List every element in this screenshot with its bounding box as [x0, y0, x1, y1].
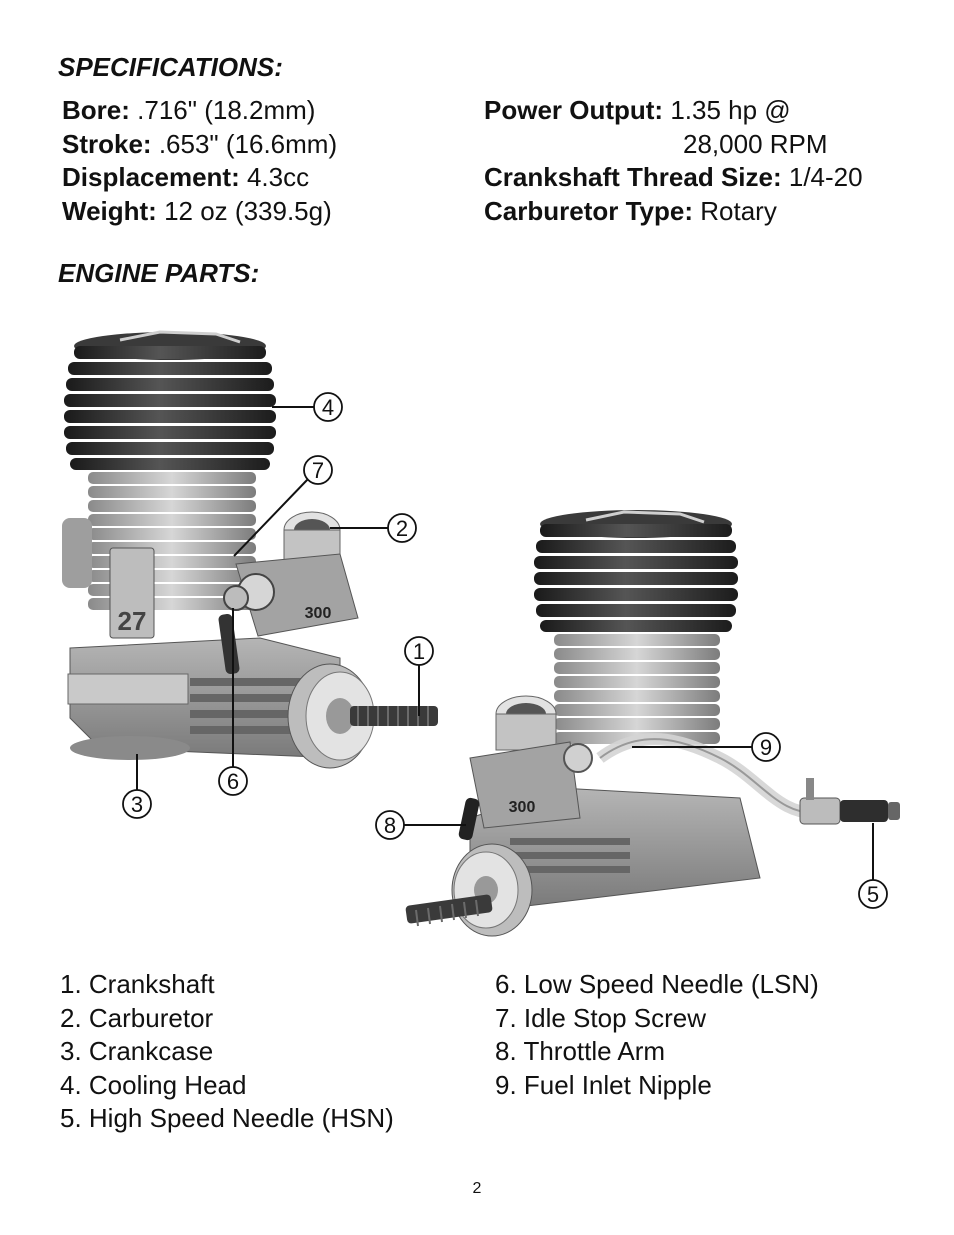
svg-text:9: 9 [760, 735, 772, 760]
list-item: 6. Low Speed Needle (LSN) [495, 969, 819, 999]
spec-power-output: Power Output: 1.35 hp @ [484, 95, 791, 125]
specs-left-column: Bore: .716" (18.2mm) Stroke: .653" (16.6… [62, 94, 337, 228]
parts-list-right: 6. Low Speed Needle (LSN) 7. Idle Stop S… [495, 968, 819, 1102]
right-carb-marking: 300 [509, 799, 536, 816]
engine-parts-figure: 27 300 [62, 330, 900, 937]
left-crankcase [67, 637, 341, 760]
list-item: 2. Carburetor [60, 1002, 214, 1033]
list-item: 7. Idle Stop Screw [495, 1002, 706, 1033]
svg-text:2: 2 [396, 516, 408, 541]
svg-text:6: 6 [227, 769, 239, 794]
left-carburetor: 300 [218, 511, 359, 675]
list-item: 1. Crankshaft [60, 969, 215, 999]
left-cooling-head [64, 330, 276, 470]
callout-6: 6 [218, 608, 248, 796]
spec-bore: Bore: .716" (18.2mm) [62, 95, 316, 125]
list-item: 5. High Speed Needle (HSN) [60, 1103, 394, 1134]
right-crankshaft-assembly [405, 843, 533, 937]
callout-4: 4 [272, 392, 343, 422]
svg-text:7: 7 [312, 458, 324, 483]
svg-text:3: 3 [131, 792, 143, 817]
spec-carburetor-type: Carburetor Type: Rotary [484, 195, 777, 226]
spec-power-output-cont: 28,000 RPM [683, 128, 828, 159]
left-engine-illustration: 27 300 [62, 330, 438, 769]
spec-displacement: Displacement: 4.3cc [62, 162, 310, 192]
callout-3: 3 [122, 754, 152, 819]
spec-stroke: Stroke: .653" (16.6mm) [62, 128, 338, 159]
callout-2: 2 [330, 513, 417, 543]
callout-9: 9 [632, 732, 781, 762]
specs-right-column: Power Output: 1.35 hp @ 28,000 RPM Crank… [484, 94, 863, 228]
callout-5: 5 [858, 823, 888, 909]
right-cooling-head [534, 510, 738, 632]
parts-list-left: 1. Crankshaft 2. Carburetor 3. Crankcase… [60, 968, 394, 1136]
callout-7: 7 [233, 455, 333, 557]
right-engine-illustration: 300 [405, 510, 900, 937]
spec-thread-size: Crankshaft Thread Size: 1/4-20 [484, 162, 863, 192]
callout-1: 1 [404, 636, 434, 716]
specifications-heading: SPECIFICATIONS: [58, 52, 283, 82]
svg-text:1: 1 [413, 639, 425, 664]
left-carb-marking: 300 [305, 605, 332, 622]
page-number: 2 [472, 1180, 482, 1197]
svg-text:8: 8 [384, 813, 396, 838]
list-item: 4. Cooling Head [60, 1069, 247, 1100]
engine-parts-heading: ENGINE PARTS: [58, 258, 260, 288]
callout-8: 8 [375, 810, 466, 840]
right-carburetor: 300 [458, 695, 593, 841]
spec-weight: Weight: 12 oz (339.5g) [62, 195, 332, 226]
right-cylinder [554, 634, 720, 744]
list-item: 8. Throttle Arm [495, 1036, 666, 1067]
list-item: 3. Crankcase [60, 1036, 214, 1067]
svg-text:4: 4 [322, 395, 334, 420]
right-fuel-line [596, 733, 900, 825]
left-crankshaft-assembly [287, 663, 438, 769]
svg-text:5: 5 [867, 882, 879, 907]
left-engine-marking: 27 [118, 606, 147, 636]
left-cylinder: 27 [62, 472, 256, 639]
list-item: 9. Fuel Inlet Nipple [495, 1069, 712, 1100]
